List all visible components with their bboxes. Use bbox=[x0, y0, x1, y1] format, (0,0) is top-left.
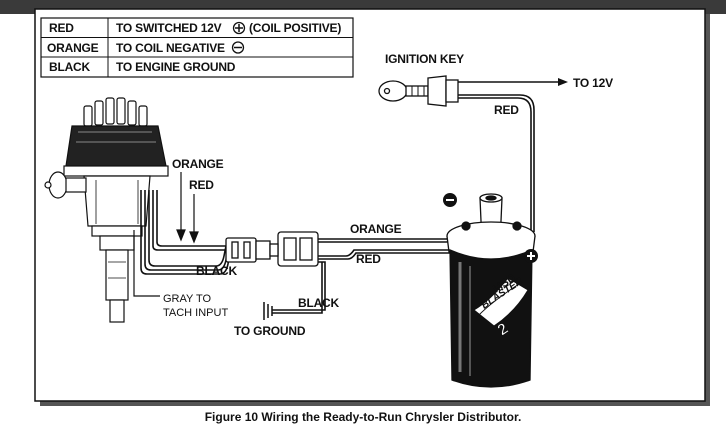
msd-blaster-coil-drawing bbox=[446, 193, 536, 388]
legend-color-orange: ORANGE bbox=[47, 41, 99, 55]
coil-negative-icon bbox=[443, 193, 457, 207]
label-orange-mid: ORANGE bbox=[350, 222, 402, 236]
label-red-mid: RED bbox=[356, 252, 381, 266]
coil-positive-icon bbox=[524, 249, 538, 263]
label-black-left: BLACK bbox=[196, 264, 238, 278]
distributor-drawing bbox=[44, 97, 169, 323]
label-red-key: RED bbox=[494, 103, 519, 117]
figure-caption: Figure 10 Wiring the Ready-to-Run Chrysl… bbox=[204, 410, 522, 424]
label-orange-left: ORANGE bbox=[172, 157, 224, 171]
label-to-ground: TO GROUND bbox=[234, 324, 306, 338]
arrow-to-12v bbox=[558, 78, 568, 86]
legend-desc-red: TO SWITCHED 12V bbox=[116, 21, 222, 35]
legend-desc-black: TO ENGINE GROUND bbox=[116, 60, 236, 74]
label-red-left: RED bbox=[189, 178, 214, 192]
wire-connector bbox=[225, 231, 319, 267]
label-black-ground: BLACK bbox=[298, 296, 340, 310]
legend-desc-orange: TO COIL NEGATIVE bbox=[116, 41, 225, 55]
plus-icon bbox=[232, 21, 246, 35]
ignition-key-drawing bbox=[378, 75, 459, 107]
legend-note-red: (COIL POSITIVE) bbox=[249, 21, 341, 35]
label-arrows bbox=[176, 172, 199, 244]
label-ignition-key: IGNITION KEY bbox=[385, 52, 464, 66]
label-gray-tach-2: TACH INPUT bbox=[163, 307, 228, 319]
label-to-12v: TO 12V bbox=[573, 76, 613, 90]
legend-color-black: BLACK bbox=[49, 60, 91, 74]
minus-icon bbox=[231, 41, 245, 54]
ground-symbol bbox=[263, 302, 273, 320]
legend-color-red: RED bbox=[49, 21, 74, 35]
label-gray-tach-1: GRAY TO bbox=[163, 293, 212, 305]
distributor-wires bbox=[133, 190, 231, 297]
wire-legend: RED TO SWITCHED 12V (COIL POSITIVE) ORAN… bbox=[40, 17, 354, 78]
